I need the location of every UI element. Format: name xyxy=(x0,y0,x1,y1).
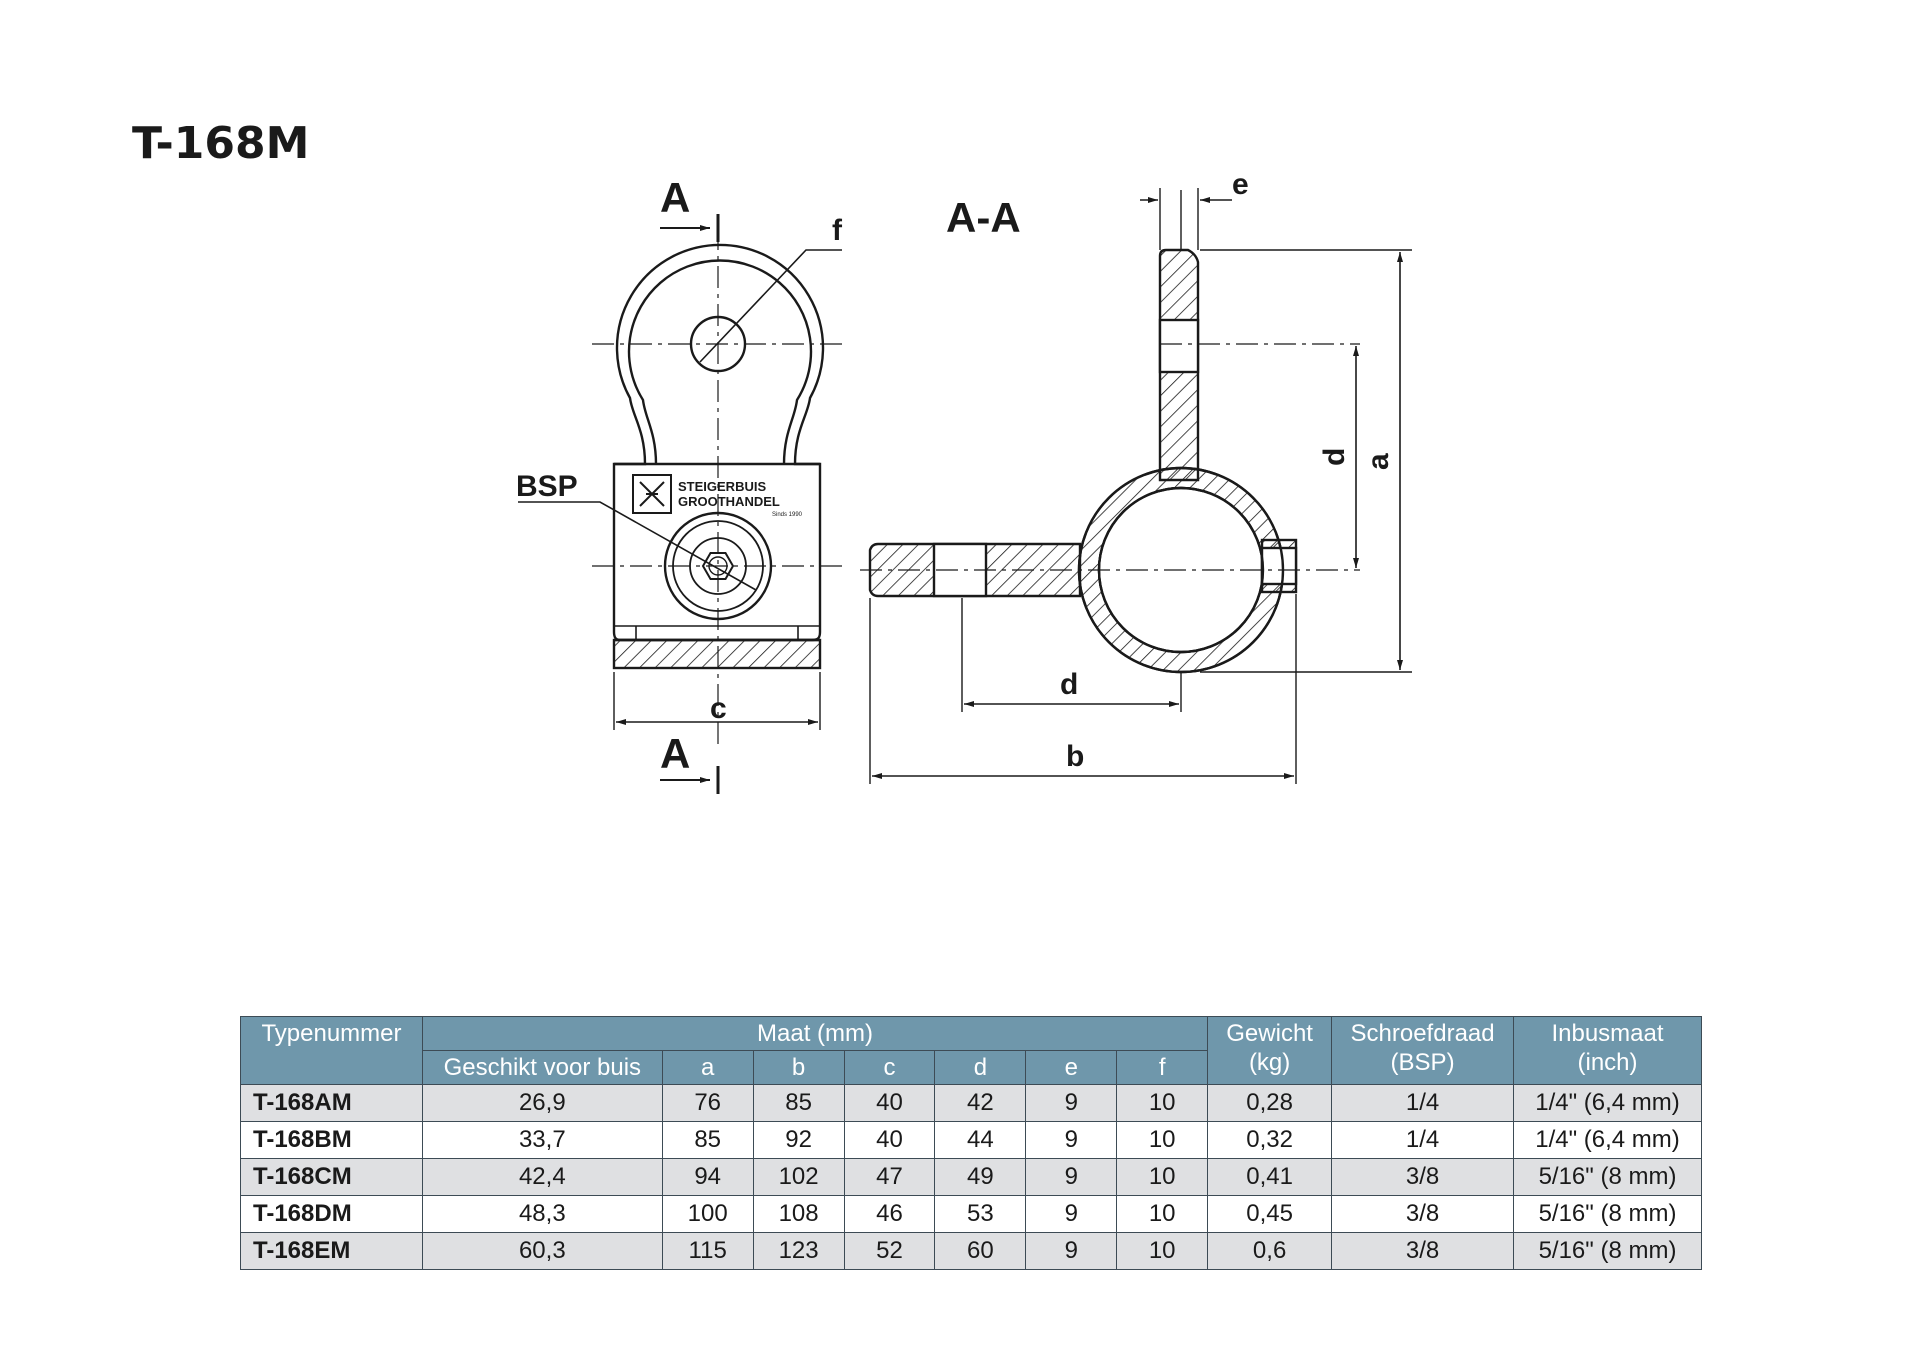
table-cell: 5/16" (8 mm) xyxy=(1513,1158,1702,1196)
label-a: a xyxy=(1362,453,1395,470)
section-title: A-A xyxy=(946,194,1021,241)
section-marker-top: A xyxy=(660,174,690,221)
brand-logo: STEIGERBUIS GROOTHANDEL Sinds 1990 xyxy=(632,474,803,518)
table-cell: 10 xyxy=(1116,1158,1209,1196)
table-cell: 3/8 xyxy=(1331,1232,1515,1270)
type-number-cell: T-168BM xyxy=(240,1121,423,1159)
table-cell: 44 xyxy=(934,1121,1027,1159)
table-cell: 40 xyxy=(843,1084,936,1122)
table-cell: 1/4" (6,4 mm) xyxy=(1513,1121,1702,1159)
subheader-b: b xyxy=(752,1050,845,1085)
table-cell: 53 xyxy=(934,1195,1027,1233)
table-cell: 10 xyxy=(1116,1084,1209,1122)
label-b: b xyxy=(1066,740,1084,773)
table-cell: 100 xyxy=(661,1195,754,1233)
logo-line1: STEIGERBUIS xyxy=(678,479,766,494)
table-cell: 47 xyxy=(843,1158,936,1196)
table-cell: 3/8 xyxy=(1331,1158,1515,1196)
header-type: Typenummer xyxy=(240,1016,423,1085)
section-view xyxy=(868,248,1298,674)
table-cell: 49 xyxy=(934,1158,1027,1196)
table-cell: 60,3 xyxy=(421,1232,663,1270)
subheader-e: e xyxy=(1025,1050,1118,1085)
subheader-buis: Geschikt voor buis xyxy=(421,1050,663,1085)
spec-table: Typenummer Maat (mm) Gewicht (kg) Schroe… xyxy=(240,1016,1702,1270)
label-e: e xyxy=(1232,168,1249,201)
logo-tagline: Sinds 1990 xyxy=(772,512,803,518)
table-subheader-row: Geschikt voor buis a b c d e f xyxy=(241,1050,1702,1085)
table-cell: 10 xyxy=(1116,1121,1209,1159)
table-cell: 42 xyxy=(934,1084,1027,1122)
table-cell: 123 xyxy=(752,1232,845,1270)
table-cell: 0,32 xyxy=(1207,1121,1333,1159)
table-cell: 92 xyxy=(752,1121,845,1159)
table-header-row: Typenummer Maat (mm) Gewicht (kg) Schroe… xyxy=(240,1016,1702,1085)
table-cell: 1/4" (6,4 mm) xyxy=(1513,1084,1702,1122)
type-number-cell: T-168EM xyxy=(240,1232,423,1270)
table-cell: 33,7 xyxy=(421,1121,663,1159)
table-cell: 5/16" (8 mm) xyxy=(1513,1232,1702,1270)
table-cell: 1/4 xyxy=(1331,1084,1515,1122)
table-cell: 52 xyxy=(843,1232,936,1270)
table-cell: 10 xyxy=(1116,1195,1209,1233)
section-dimensions xyxy=(860,188,1412,784)
header-gewicht: Gewicht (kg) xyxy=(1207,1016,1333,1085)
table-cell: 46 xyxy=(843,1195,936,1233)
logo-line2: GROOTHANDEL xyxy=(678,494,780,509)
table-cell: 42,4 xyxy=(421,1158,663,1196)
front-view xyxy=(518,214,844,794)
header-schroefdraad: Schroefdraad (BSP) xyxy=(1331,1016,1515,1085)
table-cell: 108 xyxy=(752,1195,845,1233)
subheader-d: d xyxy=(934,1050,1027,1085)
label-d-vertical: d xyxy=(1318,448,1351,466)
label-bsp: BSP xyxy=(516,470,578,503)
table-cell: 10 xyxy=(1116,1232,1209,1270)
table-cell: 9 xyxy=(1025,1195,1118,1233)
table-cell: 0,6 xyxy=(1207,1232,1333,1270)
type-number-cell: T-168CM xyxy=(240,1158,423,1196)
table-cell: 0,41 xyxy=(1207,1158,1333,1196)
header-maat: Maat (mm) xyxy=(421,1016,1209,1051)
subheader-a: a xyxy=(661,1050,754,1085)
table-cell: 9 xyxy=(1025,1121,1118,1159)
table-cell: 94 xyxy=(661,1158,754,1196)
table-cell: 115 xyxy=(661,1232,754,1270)
table-cell: 48,3 xyxy=(421,1195,663,1233)
table-cell: 9 xyxy=(1025,1232,1118,1270)
label-c: c xyxy=(710,692,727,725)
table-cell: 3/8 xyxy=(1331,1195,1515,1233)
table-cell: 0,28 xyxy=(1207,1084,1333,1122)
label-d-horizontal: d xyxy=(1060,668,1078,701)
table-cell: 9 xyxy=(1025,1158,1118,1196)
section-marker-bottom: A xyxy=(660,730,690,777)
subheader-c: c xyxy=(843,1050,936,1085)
header-inbusmaat: Inbusmaat (inch) xyxy=(1513,1016,1702,1085)
table-cell: 85 xyxy=(752,1084,845,1122)
table-cell: 40 xyxy=(843,1121,936,1159)
subheader-f: f xyxy=(1116,1050,1209,1085)
table-cell: 76 xyxy=(661,1084,754,1122)
table-cell: 26,9 xyxy=(421,1084,663,1122)
table-cell: 5/16" (8 mm) xyxy=(1513,1195,1702,1233)
table-cell: 1/4 xyxy=(1331,1121,1515,1159)
type-number-cell: T-168AM xyxy=(240,1084,423,1122)
type-number-cell: T-168DM xyxy=(240,1195,423,1233)
table-cell: 85 xyxy=(661,1121,754,1159)
table-cell: 102 xyxy=(752,1158,845,1196)
table-cell: 9 xyxy=(1025,1084,1118,1122)
label-f: f xyxy=(832,214,843,247)
table-cell: 60 xyxy=(934,1232,1027,1270)
table-cell: 0,45 xyxy=(1207,1195,1333,1233)
page-title: T-168M xyxy=(132,118,310,169)
